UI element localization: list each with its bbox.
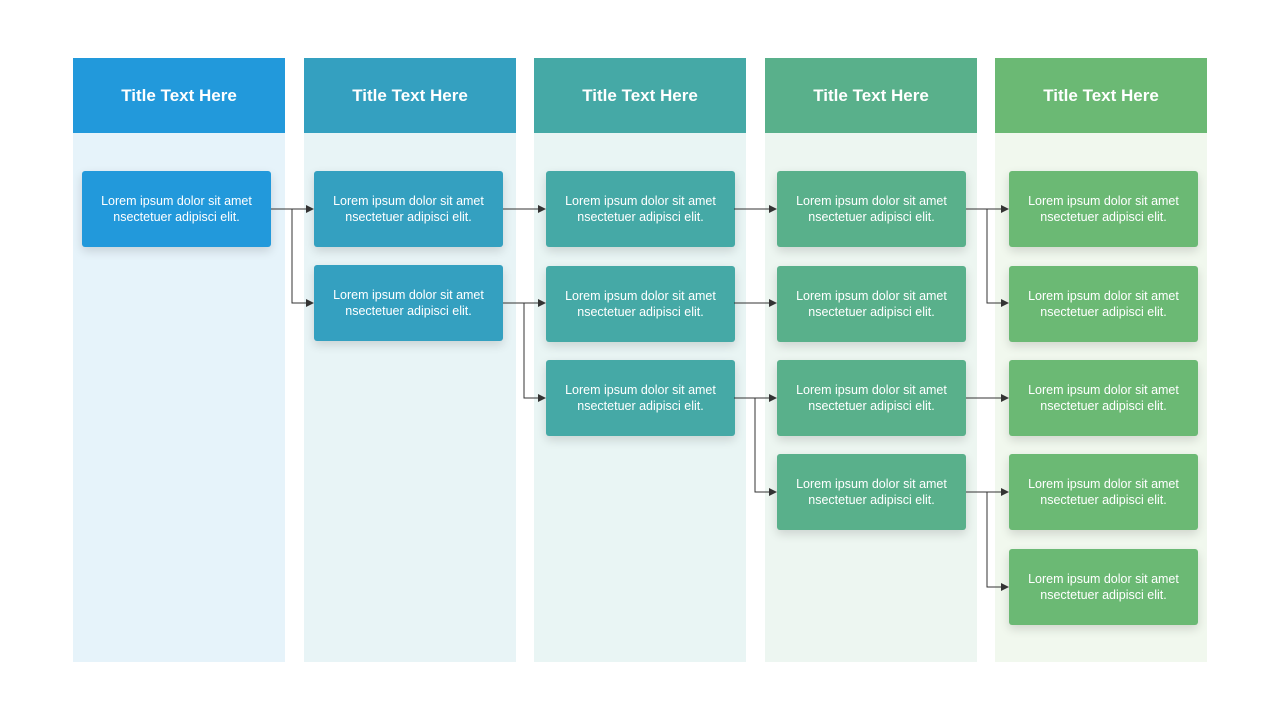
card-col1-1: Lorem ipsum dolor sit amet nsectetuer ad…	[82, 171, 271, 247]
card-col5-1: Lorem ipsum dolor sit amet nsectetuer ad…	[1009, 171, 1198, 247]
column-5-header: Title Text Here	[995, 58, 1207, 133]
card-text: Lorem ipsum dolor sit amet nsectetuer ad…	[1028, 477, 1179, 507]
card-col5-2: Lorem ipsum dolor sit amet nsectetuer ad…	[1009, 266, 1198, 342]
card-text: Lorem ipsum dolor sit amet nsectetuer ad…	[1028, 383, 1179, 413]
card-col4-1: Lorem ipsum dolor sit amet nsectetuer ad…	[777, 171, 966, 247]
column-4-header: Title Text Here	[765, 58, 977, 133]
column-1-header: Title Text Here	[73, 58, 285, 133]
card-text: Lorem ipsum dolor sit amet nsectetuer ad…	[101, 194, 252, 224]
card-text: Lorem ipsum dolor sit amet nsectetuer ad…	[1028, 194, 1179, 224]
card-text: Lorem ipsum dolor sit amet nsectetuer ad…	[1028, 289, 1179, 319]
column-5-title: Title Text Here	[1043, 85, 1159, 105]
card-col2-1: Lorem ipsum dolor sit amet nsectetuer ad…	[314, 171, 503, 247]
card-col3-2: Lorem ipsum dolor sit amet nsectetuer ad…	[546, 266, 735, 342]
column-1-title: Title Text Here	[121, 85, 237, 105]
card-text: Lorem ipsum dolor sit amet nsectetuer ad…	[565, 289, 716, 319]
card-col4-2: Lorem ipsum dolor sit amet nsectetuer ad…	[777, 266, 966, 342]
column-2: Title Text Here	[304, 58, 516, 662]
card-text: Lorem ipsum dolor sit amet nsectetuer ad…	[333, 288, 484, 318]
card-text: Lorem ipsum dolor sit amet nsectetuer ad…	[1028, 572, 1179, 602]
column-3-header: Title Text Here	[534, 58, 746, 133]
column-3-title: Title Text Here	[582, 85, 698, 105]
column-2-title: Title Text Here	[352, 85, 468, 105]
card-text: Lorem ipsum dolor sit amet nsectetuer ad…	[796, 194, 947, 224]
card-col5-4: Lorem ipsum dolor sit amet nsectetuer ad…	[1009, 454, 1198, 530]
card-col4-4: Lorem ipsum dolor sit amet nsectetuer ad…	[777, 454, 966, 530]
card-text: Lorem ipsum dolor sit amet nsectetuer ad…	[796, 383, 947, 413]
card-text: Lorem ipsum dolor sit amet nsectetuer ad…	[333, 194, 484, 224]
column-1: Title Text Here	[73, 58, 285, 662]
card-col3-3: Lorem ipsum dolor sit amet nsectetuer ad…	[546, 360, 735, 436]
card-col3-1: Lorem ipsum dolor sit amet nsectetuer ad…	[546, 171, 735, 247]
card-col2-2: Lorem ipsum dolor sit amet nsectetuer ad…	[314, 265, 503, 341]
column-4-title: Title Text Here	[813, 85, 929, 105]
card-col5-5: Lorem ipsum dolor sit amet nsectetuer ad…	[1009, 549, 1198, 625]
card-text: Lorem ipsum dolor sit amet nsectetuer ad…	[565, 194, 716, 224]
card-text: Lorem ipsum dolor sit amet nsectetuer ad…	[565, 383, 716, 413]
column-2-header: Title Text Here	[304, 58, 516, 133]
card-col4-3: Lorem ipsum dolor sit amet nsectetuer ad…	[777, 360, 966, 436]
card-text: Lorem ipsum dolor sit amet nsectetuer ad…	[796, 477, 947, 507]
card-col5-3: Lorem ipsum dolor sit amet nsectetuer ad…	[1009, 360, 1198, 436]
card-text: Lorem ipsum dolor sit amet nsectetuer ad…	[796, 289, 947, 319]
